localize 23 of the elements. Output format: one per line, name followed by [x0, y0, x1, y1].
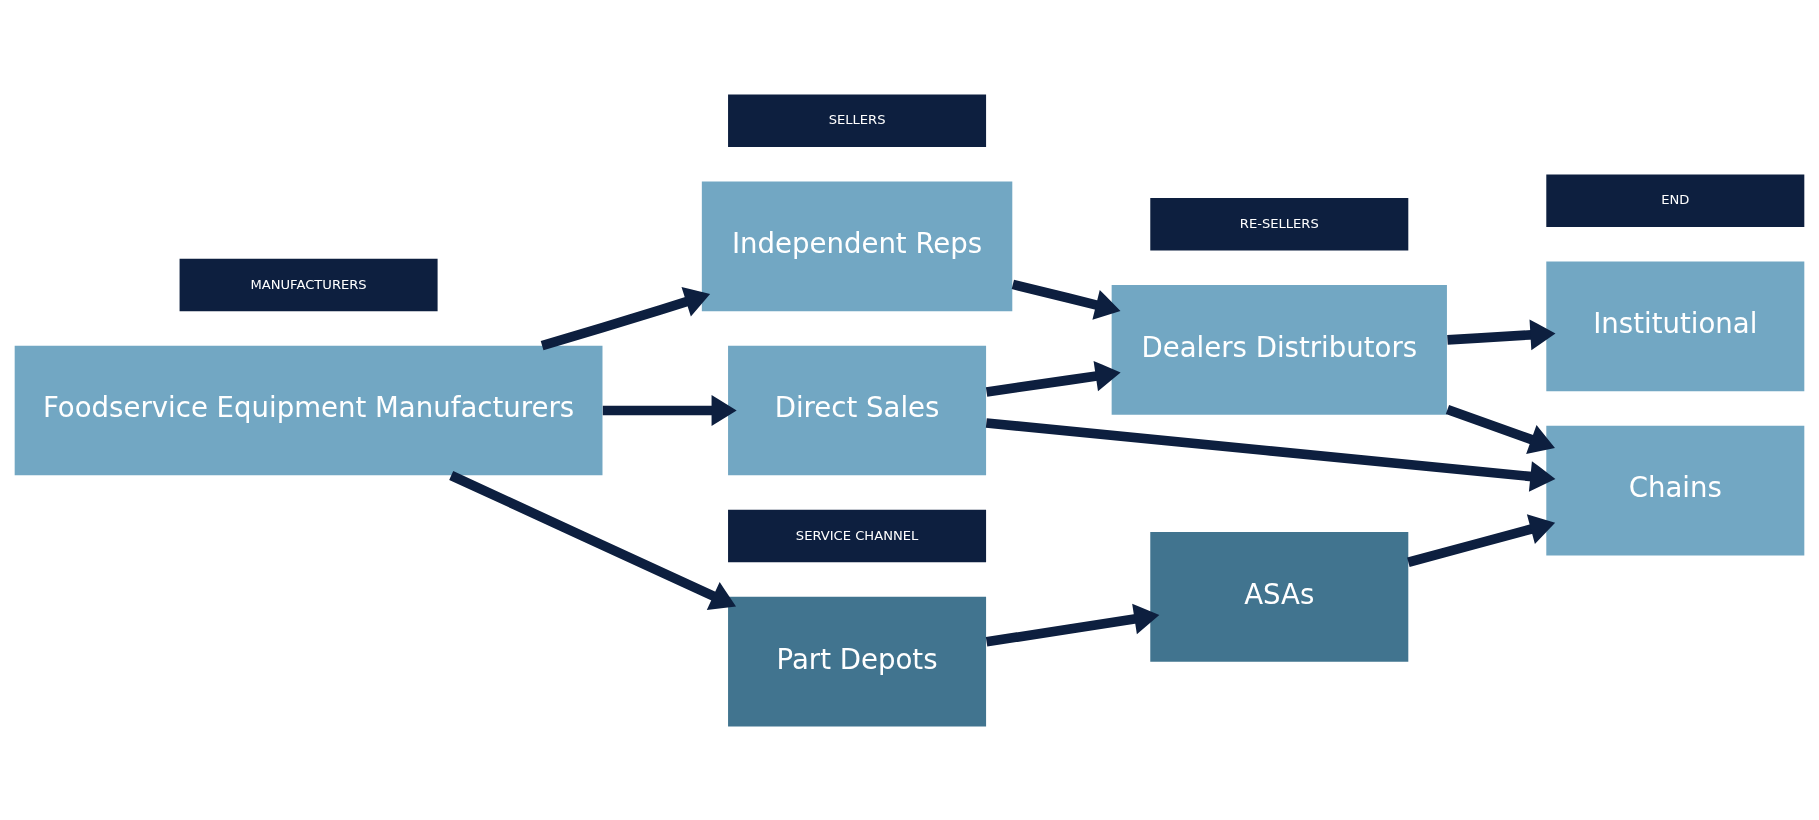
arrow: [602, 394, 737, 426]
arrow: [985, 603, 1160, 647]
node-box: ASAs: [1150, 531, 1409, 662]
arrow: [1407, 513, 1556, 567]
arrow: [985, 360, 1121, 397]
arrow: [540, 286, 711, 350]
node-box: Foodservice Equipment Manufacturers: [14, 345, 603, 475]
arrow: [985, 417, 1556, 492]
node-box: SELLERS: [728, 94, 987, 147]
node-box: SERVICE CHANNEL: [728, 509, 987, 562]
arrow: [449, 470, 736, 610]
arrow: [1445, 404, 1555, 454]
arrow: [1011, 279, 1121, 320]
node-box: Direct Sales: [728, 345, 987, 475]
node-box: Part Depots: [728, 596, 987, 726]
arrow: [1447, 319, 1556, 350]
node-box: Independent Reps: [701, 180, 1013, 311]
node-box: Chains: [1546, 425, 1805, 555]
node-box: END: [1546, 174, 1805, 227]
node-box: RE-SELLERS: [1150, 197, 1409, 250]
node-box: Institutional: [1546, 261, 1805, 391]
node-box: MANUFACTURERS: [179, 258, 438, 311]
node-box: Dealers Distributors: [1111, 284, 1447, 415]
